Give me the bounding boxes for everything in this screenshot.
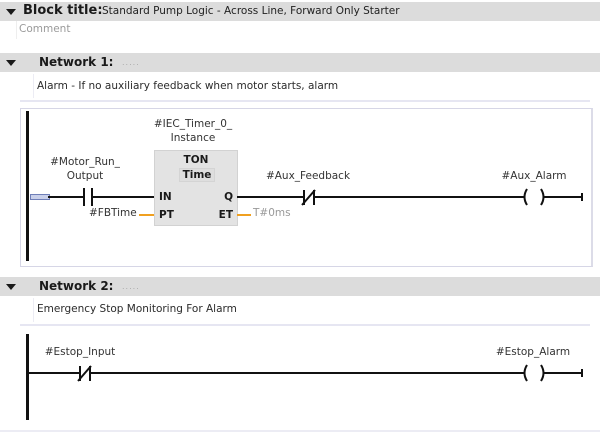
block-title-header[interactable]: Block title: Standard Pump Logic - Acros…	[0, 2, 600, 21]
collapse-triangle-icon[interactable]	[6, 284, 16, 290]
normally-closed-contact-icon[interactable]	[74, 362, 96, 384]
wire	[48, 196, 76, 198]
output-coil-icon[interactable]	[520, 363, 584, 383]
divider	[20, 100, 590, 102]
block-comment-field[interactable]: Comment	[16, 21, 584, 39]
network-1-ladder-area[interactable]	[20, 108, 593, 267]
wire	[96, 372, 523, 374]
timer-instance-tag[interactable]: #IEC_Timer_0_ Instance	[148, 117, 238, 145]
network-2-header[interactable]: Network 2: .....	[0, 277, 600, 296]
network-2-title-field[interactable]: .....	[122, 282, 140, 291]
wire	[100, 196, 155, 198]
contact-tag-estop-input[interactable]: #Estop_Input	[44, 346, 116, 358]
pin-et: ET	[218, 209, 233, 221]
pin-pt: PT	[159, 209, 174, 221]
output-coil-icon[interactable]	[520, 187, 584, 207]
contact-tag-aux-feedback[interactable]: #Aux_Feedback	[265, 170, 351, 182]
power-rail-left	[26, 111, 29, 261]
tag-line-2: Output	[66, 170, 104, 182]
contact-tag-motor-run-output[interactable]: #Motor_Run_ Output	[40, 155, 130, 183]
network-2-label: Network 2:	[39, 279, 114, 293]
coil-tag-aux-alarm[interactable]: #Aux_Alarm	[501, 170, 567, 182]
network-1-label: Network 1:	[39, 55, 114, 69]
block-comment-placeholder: Comment	[19, 23, 71, 35]
network-2-comment-field[interactable]: Emergency Stop Monitoring For Alarm	[33, 298, 600, 322]
normally-open-contact-icon[interactable]	[76, 186, 100, 208]
bottom-edge	[0, 430, 600, 432]
instance-line-2: Instance	[170, 132, 216, 144]
rung-selection-marker[interactable]	[30, 194, 50, 200]
network-1-header[interactable]: Network 1: .....	[0, 53, 600, 72]
ton-timer-block[interactable]: TON Time IN PT Q ET	[154, 150, 238, 226]
wire	[320, 196, 523, 198]
pin-in: IN	[159, 191, 172, 203]
wire	[28, 372, 75, 374]
coil-tag-estop-alarm[interactable]: #Estop_Alarm	[495, 346, 571, 358]
power-rail-left	[26, 334, 29, 420]
divider	[20, 324, 590, 326]
timer-subtype-dropdown[interactable]: Time	[179, 168, 215, 182]
block-title-value[interactable]: Standard Pump Logic - Across Line, Forwa…	[102, 5, 400, 17]
instance-line-1: #IEC_Timer_0_	[153, 118, 233, 130]
pt-parameter-value[interactable]: #FBTime	[89, 207, 137, 219]
tag-line-1: #Motor_Run_	[50, 156, 120, 168]
timer-type: TON	[183, 154, 209, 166]
block-title-label: Block title:	[23, 3, 103, 18]
network-2-comment: Emergency Stop Monitoring For Alarm	[37, 303, 237, 315]
et-parameter-value[interactable]: T#0ms	[253, 207, 291, 219]
collapse-triangle-icon[interactable]	[6, 9, 16, 15]
wire	[237, 196, 299, 198]
network-1-comment: Alarm - If no auxiliary feedback when mo…	[37, 80, 339, 92]
et-param-wire	[237, 214, 251, 216]
collapse-triangle-icon[interactable]	[6, 60, 16, 66]
network-1-comment-field[interactable]: Alarm - If no auxiliary feedback when mo…	[33, 74, 600, 98]
pt-param-wire	[139, 214, 154, 216]
network-1-title-field[interactable]: .....	[122, 58, 140, 67]
normally-closed-contact-icon[interactable]	[298, 186, 320, 208]
pin-q: Q	[224, 191, 233, 203]
